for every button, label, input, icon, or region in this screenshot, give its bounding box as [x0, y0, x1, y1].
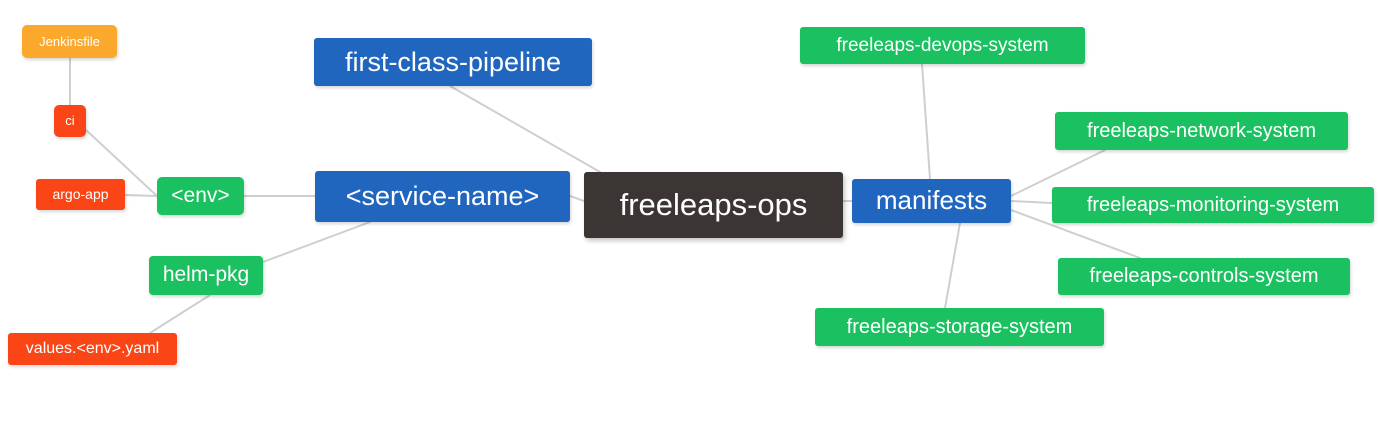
node-env[interactable]: <env>: [157, 177, 244, 215]
node-service-name[interactable]: <service-name>: [315, 171, 570, 222]
node-values-yaml[interactable]: values.<env>.yaml: [8, 333, 177, 365]
node-helm-pkg[interactable]: helm-pkg: [149, 256, 263, 295]
edge-helm-pkg-to-service-name: [262, 221, 371, 263]
node-jenkinsfile[interactable]: Jenkinsfile: [22, 25, 117, 58]
node-manifests[interactable]: manifests: [852, 179, 1011, 223]
node-controls-sys[interactable]: freeleaps-controls-system: [1058, 258, 1350, 295]
node-network-sys[interactable]: freeleaps-network-system: [1055, 112, 1348, 150]
edge-manifests-to-devops-sys: [921, 63, 931, 180]
edge-service-name-to-freeleaps-ops: [569, 195, 585, 202]
node-first-class[interactable]: first-class-pipeline: [314, 38, 592, 86]
node-ci[interactable]: ci: [54, 105, 86, 137]
edge-manifests-to-storage-sys: [944, 222, 961, 309]
edge-manifests-to-monitoring-sys: [1010, 200, 1053, 204]
node-argo-app[interactable]: argo-app: [36, 179, 125, 210]
node-storage-sys[interactable]: freeleaps-storage-system: [815, 308, 1104, 346]
edge-first-class-to-freeleaps-ops: [449, 85, 601, 173]
node-monitoring-sys[interactable]: freeleaps-monitoring-system: [1052, 187, 1374, 223]
edge-argo-app-to-env: [124, 194, 158, 197]
edge-values-yaml-to-helm-pkg: [149, 294, 211, 334]
node-freeleaps-ops[interactable]: freeleaps-ops: [584, 172, 843, 238]
node-devops-sys[interactable]: freeleaps-devops-system: [800, 27, 1085, 64]
